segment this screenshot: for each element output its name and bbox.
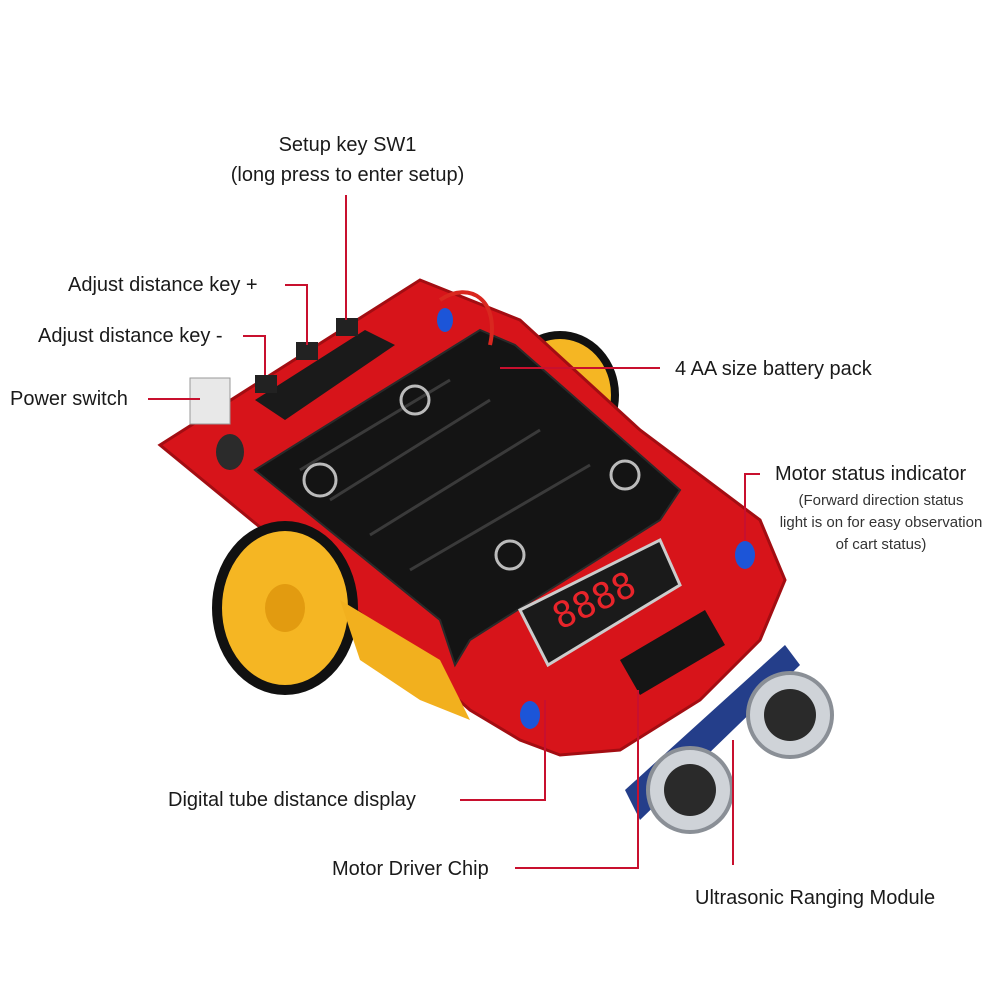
- spring: [494, 539, 526, 571]
- battery-slot: [369, 428, 541, 537]
- spring: [399, 384, 431, 416]
- leader-motor-driver: [515, 690, 639, 869]
- adjust-plus-label: Adjust distance key +: [68, 274, 258, 296]
- transducer-mesh: [664, 764, 716, 816]
- left-led: [520, 701, 540, 729]
- leader-adjust-minus: [243, 335, 266, 375]
- digital-tube-display: [517, 537, 682, 668]
- motor-status-note-3: of cart status): [835, 536, 927, 553]
- motor-status-led: [735, 541, 755, 569]
- top-led: [437, 308, 453, 332]
- capacitor: [216, 434, 244, 470]
- motor-status-note-1: (Forward direction status: [798, 492, 964, 509]
- battery-wire: [438, 290, 494, 346]
- wheel-hub: [265, 584, 305, 632]
- gearbox: [340, 600, 470, 720]
- spring: [609, 459, 641, 491]
- leader-motor-status: [744, 473, 760, 540]
- transducer-mesh: [764, 689, 816, 741]
- setup-sw1-button: [336, 318, 358, 336]
- battery-slot: [299, 378, 451, 472]
- spring: [302, 462, 338, 498]
- motor-driver-chip-part: [620, 610, 725, 695]
- setup-key-subtitle: (long press to enter setup): [230, 164, 465, 186]
- power-switch-part: [189, 377, 231, 425]
- leader-adjust-plus: [285, 284, 308, 345]
- adjust-minus-label: Adjust distance key -: [38, 325, 223, 347]
- battery-pack-label: 4 AA size battery pack: [675, 358, 872, 380]
- motor-status-label: Motor status indicator: [775, 463, 967, 485]
- battery-slot: [329, 398, 491, 502]
- battery-slot: [409, 463, 591, 572]
- motor-status-note-2: light is on for easy observation: [779, 514, 983, 531]
- motor-driver-label: Motor Driver Chip: [332, 858, 489, 880]
- power-switch-label: Power switch: [10, 388, 128, 410]
- leader-digital-display: [460, 700, 546, 801]
- ultrasonic-label: Ultrasonic Ranging Module: [695, 887, 936, 909]
- digital-display-label: Digital tube distance display: [168, 789, 416, 811]
- adjust-minus-button: [255, 375, 277, 393]
- setup-key-title: Setup key SW1: [278, 134, 417, 156]
- adjust-plus-button: [296, 342, 318, 360]
- mcu-chip: [255, 330, 395, 420]
